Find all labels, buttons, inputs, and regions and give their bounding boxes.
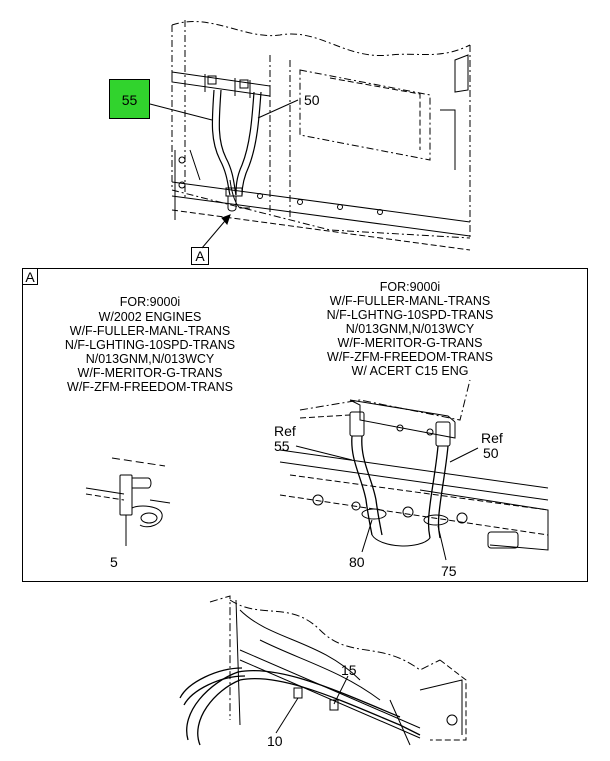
callout-55-ref[interactable]: 55 [274,438,290,454]
right-note-line: N/013GNM,N/013WCY [345,322,475,336]
callout-10[interactable]: 10 [267,733,283,749]
detail-a-label: A [22,268,38,285]
left-note-line: W/F-ZFM-FREEDOM-TRANS [67,380,233,394]
bottom-routing-illustration [179,595,467,746]
hose-detail-illustration [279,379,549,561]
right-note-line: W/F-ZFM-FREEDOM-TRANS [327,350,493,364]
left-note-line: FOR:9000i [119,295,181,309]
callout-50-ref[interactable]: 50 [483,445,499,461]
callout-80[interactable]: 80 [349,554,365,570]
callout-55-ref-word: Ref [274,423,296,439]
left-note-line: N/F-LGHTING-10SPD-TRANS [64,338,236,352]
left-note-line: W/F-FULLER-MANL-TRANS [69,324,231,338]
left-note-line: N/013GNM,N/013WCY [85,352,215,366]
callout-50-ref-word: Ref [481,430,503,446]
callout-50-top[interactable]: 50 [304,92,320,108]
callout-15[interactable]: 15 [341,662,357,678]
clip-illustration [85,457,171,546]
left-note-line: W/2002 ENGINES [98,310,202,324]
callout-5[interactable]: 5 [110,554,118,570]
callout-55-label: 55 [121,92,138,108]
top-assembly-illustration [149,20,471,251]
right-note-line: W/ ACERT C15 ENG [351,364,469,378]
right-note-line: W/F-MERITOR-G-TRANS [337,336,483,350]
right-note-line: FOR:9000i [379,280,441,294]
highlighted-callout-55[interactable]: 55 [109,79,150,119]
callout-75[interactable]: 75 [441,563,457,579]
view-marker-a[interactable]: A [191,247,209,265]
right-note-line: W/F-FULLER-MANL-TRANS [329,294,491,308]
right-note-line: N/F-LGHTNG-10SPD-TRANS [326,308,494,322]
left-note-line: W/F-MERITOR-G-TRANS [77,366,223,380]
detail-a-frame [22,268,588,582]
